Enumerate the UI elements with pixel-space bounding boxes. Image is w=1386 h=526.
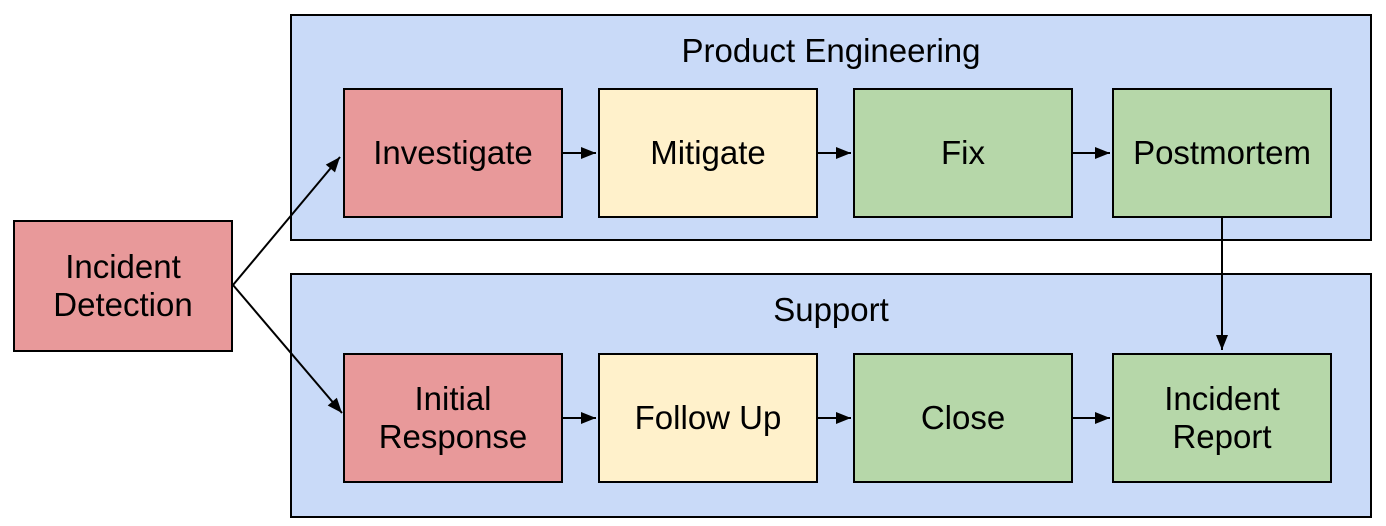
node-close[interactable]: Close [853,353,1073,483]
node-fix[interactable]: Fix [853,88,1073,218]
node-fix-label: Fix [941,134,985,171]
node-investigate[interactable]: Investigate [343,88,563,218]
node-mitigate[interactable]: Mitigate [598,88,818,218]
node-incident-report-label: Incident Report [1164,380,1280,455]
node-mitigate-label: Mitigate [650,134,766,171]
node-initial-response[interactable]: Initial Response [343,353,563,483]
node-postmortem[interactable]: Postmortem [1112,88,1332,218]
node-close-label: Close [920,399,1006,436]
node-postmortem-label: Postmortem [1133,134,1311,171]
group-product-engineering-title: Product Engineering [681,32,981,69]
node-incident-report[interactable]: Incident Report [1112,353,1332,483]
node-initial-response-label: Initial Response [378,380,528,455]
node-incident-detection[interactable]: Incident Detection [13,220,233,352]
node-incident-detection-label: Incident Detection [53,248,193,323]
group-support-title: Support [773,291,889,328]
node-investigate-label: Investigate [373,134,533,171]
node-follow-up[interactable]: Follow Up [598,353,818,483]
node-follow-up-label: Follow Up [634,399,782,436]
